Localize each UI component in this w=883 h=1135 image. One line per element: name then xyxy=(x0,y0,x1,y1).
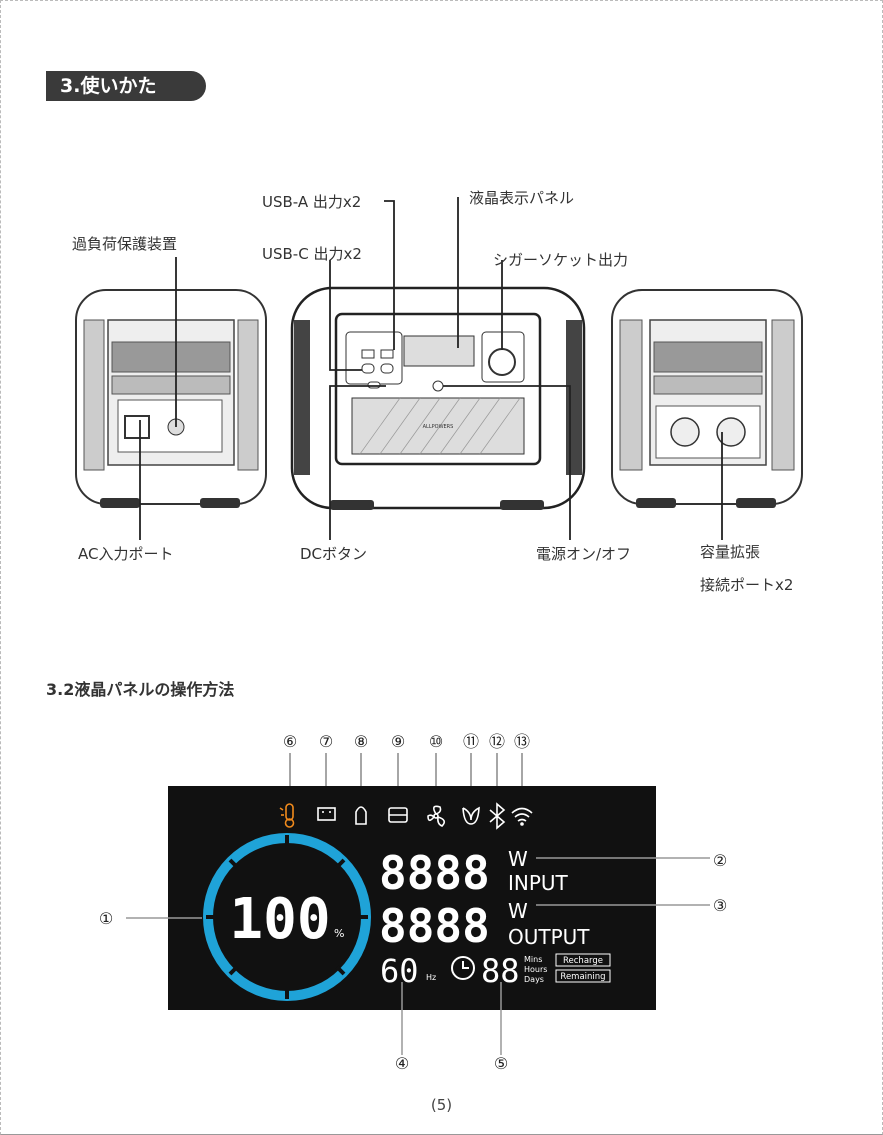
callout-9: ⑨ xyxy=(391,732,405,751)
ac-input-label: AC入力ポート xyxy=(78,543,173,564)
callout-12: ⑫ xyxy=(489,732,505,751)
callout-5: ⑤ xyxy=(494,1054,508,1073)
recharge-label: Recharge xyxy=(563,956,603,966)
days-label: Days xyxy=(524,975,544,984)
remaining-label: Remaining xyxy=(560,972,605,982)
callout-4: ④ xyxy=(395,1054,409,1073)
callout-8: ⑧ xyxy=(354,732,368,751)
lcd-panel-label: 液晶表示パネル xyxy=(469,187,574,208)
callout-10: ⑩ xyxy=(429,732,443,751)
overload-label: 過負荷保護装置 xyxy=(72,233,177,254)
power-label: 電源オン/オフ xyxy=(536,543,631,564)
hours-label: Hours xyxy=(524,965,547,974)
input-unit-w: W xyxy=(508,847,528,871)
device-back-left xyxy=(76,290,266,508)
usb-c-label: USB-C 出力x2 xyxy=(262,243,362,264)
callout-1: ① xyxy=(99,909,113,928)
input-watts-digits: 8888 xyxy=(379,846,490,900)
callout-13: ⑬ xyxy=(514,732,530,751)
mins-label: Mins xyxy=(524,955,542,964)
expansion-label-2: 接続ポートx2 xyxy=(700,574,793,595)
section-title: 3.使いかた xyxy=(46,71,206,101)
lcd-section-title: 3.2液晶パネルの操作方法 xyxy=(46,676,234,700)
hz-unit: Hz xyxy=(426,973,436,982)
usb-a-label: USB-A 出力x2 xyxy=(262,191,361,212)
output-watts-digits: 8888 xyxy=(379,899,490,953)
device-back-right xyxy=(612,290,802,508)
device-front-center: ALLPOWERS xyxy=(292,288,584,510)
callout-3: ③ xyxy=(713,896,727,915)
battery-percentage: 100 xyxy=(229,887,330,952)
device-illustration: ALLPOWERS xyxy=(0,170,883,730)
hz-digits: 60 xyxy=(380,952,419,990)
cigar-label: シガーソケット出力 xyxy=(493,249,628,270)
brand-label: ALLPOWERS xyxy=(423,424,454,430)
output-label: OUTPUT xyxy=(508,925,590,949)
callout-2: ② xyxy=(713,851,727,870)
percent-sign: % xyxy=(334,927,344,940)
callout-11: ⑪ xyxy=(463,732,479,751)
callout-6: ⑥ xyxy=(283,732,297,751)
expansion-label-1: 容量拡張 xyxy=(700,541,760,562)
page-number: (5) xyxy=(0,1096,883,1114)
output-unit-w: W xyxy=(508,899,528,923)
lcd-diagram: ⑥ ⑦ ⑧ ⑨ ⑩ ⑪ ⑫ ⑬ xyxy=(0,720,883,1080)
input-label: INPUT xyxy=(508,871,569,895)
callout-7: ⑦ xyxy=(319,732,333,751)
dc-button-label: DCボタン xyxy=(300,543,367,564)
